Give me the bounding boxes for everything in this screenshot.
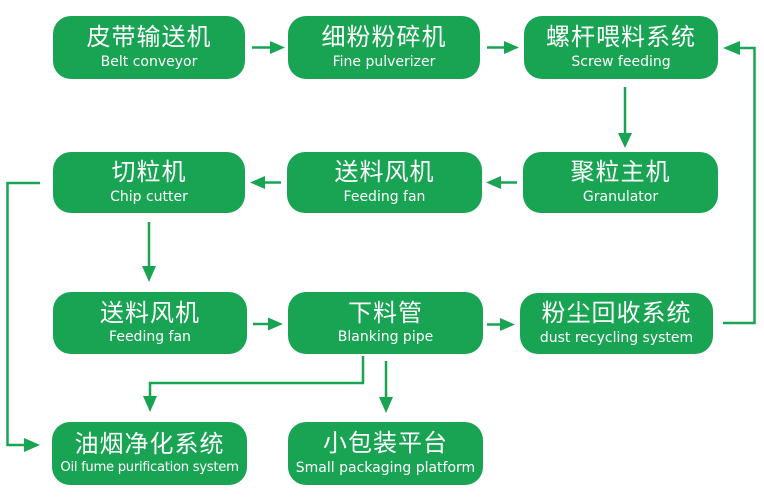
arrow-pipe-to-oilfume [143,356,365,412]
node-blanking-pipe: 下料管 Blanking pipe [288,292,483,354]
node-screw-feeding-label-en: Screw feeding [571,53,671,70]
arrow-fan-to-cutter [250,176,281,189]
node-dust-recycling: 粉尘回收系统 dust recycling system [520,293,713,354]
node-granulator-label-zh: 聚粒主机 [570,158,671,187]
node-blanking-pipe-label-en: Blanking pipe [337,329,434,346]
node-feeding-fan-2-label-en: Feeding fan [109,329,191,346]
node-oil-fume-purification-label-zh: 油烟净化系统 [74,429,225,458]
node-chip-cutter-label-en: Chip cutter [110,188,188,205]
node-dust-recycling-label-en: dust recycling system [539,329,694,346]
node-granulator-label-en: Granulator [582,188,659,205]
node-belt-conveyor-label-zh: 皮带输送机 [86,23,212,52]
arrow-cutter-to-fan2 [142,222,156,282]
node-oil-fume-purification: 油烟净化系统 Oil fume purification system [52,422,247,485]
node-small-packaging-label-zh: 小包装平台 [323,429,448,458]
arrow-pipe-to-dust [487,318,515,331]
node-dust-recycling-label-zh: 粉尘回收系统 [541,299,692,328]
node-granulator: 聚粒主机 Granulator [523,152,718,213]
node-belt-conveyor: 皮带输送机 Belt conveyor [53,16,245,79]
arrow-cutter-to-oilfume [6,181,40,452]
node-fine-pulverizer: 细粉粉碎机 Fine pulverizer [288,16,480,79]
node-feeding-fan-2: 送料风机 Feeding fan [53,292,247,354]
arrow-pulverizer-to-screw [487,41,519,54]
node-chip-cutter-label-zh: 切粒机 [111,158,187,187]
node-chip-cutter: 切粒机 Chip cutter [53,152,245,213]
node-belt-conveyor-label-en: Belt conveyor [100,53,198,70]
node-feeding-fan-1: 送料风机 Feeding fan [287,152,482,213]
arrow-pipe-to-packaging [379,361,393,413]
node-screw-feeding: 螺杆喂料系统 Screw feeding [524,16,718,79]
node-feeding-fan-2-label-zh: 送料风机 [100,298,200,327]
node-small-packaging-label-en: Small packaging platform [295,459,476,476]
node-fine-pulverizer-label-zh: 细粉粉碎机 [321,23,447,52]
node-small-packaging: 小包装平台 Small packaging platform [288,422,483,485]
arrow-dust-to-screw [723,41,756,325]
arrow-fan2-to-pipe [253,317,283,331]
node-fine-pulverizer-label-en: Fine pulverizer [332,53,436,70]
arrow-granulator-to-fan [486,176,517,189]
node-feeding-fan-1-label-en: Feeding fan [343,188,426,205]
node-screw-feeding-label-zh: 螺杆喂料系统 [546,23,696,52]
node-feeding-fan-1-label-zh: 送料风机 [334,158,435,187]
arrow-screw-to-granulator [618,87,632,148]
arrow-belt-to-pulverizer [252,41,285,54]
node-oil-fume-purification-label-en: Oil fume purification system [60,460,239,476]
node-blanking-pipe-label-zh: 下料管 [348,298,423,327]
